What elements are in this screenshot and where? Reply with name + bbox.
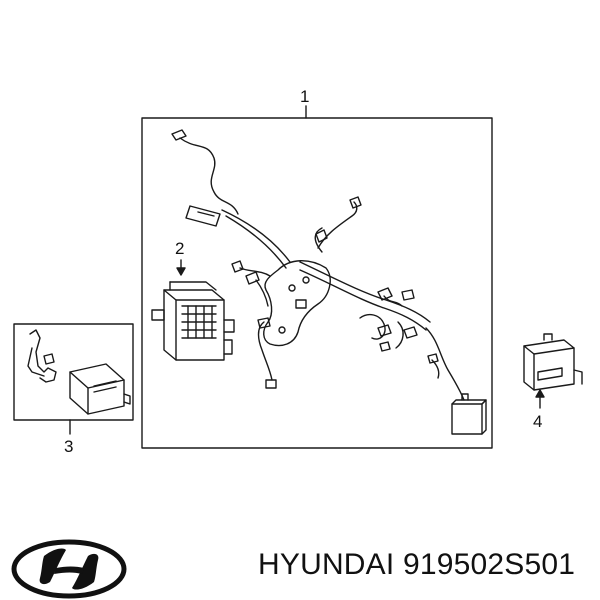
wiring-harness — [171, 129, 487, 435]
arrow-2 — [176, 267, 186, 276]
part-number: 919502S501 — [402, 548, 576, 581]
arrow-4 — [535, 389, 545, 398]
bracket-frame — [13, 323, 134, 421]
sensor-module — [523, 333, 583, 391]
callout-2: 2 — [175, 239, 185, 258]
brand-name: HYUNDAI — [258, 548, 395, 581]
harness-frame — [141, 117, 493, 449]
bracket-assembly — [27, 329, 131, 415]
part-label: HYUNDAI 919502S501 — [258, 548, 575, 582]
callout-1: 1 — [300, 87, 310, 106]
callout-3: 3 — [64, 437, 74, 456]
hyundai-logo-icon — [11, 539, 127, 599]
callout-4: 4 — [533, 412, 543, 431]
control-module — [151, 281, 235, 361]
